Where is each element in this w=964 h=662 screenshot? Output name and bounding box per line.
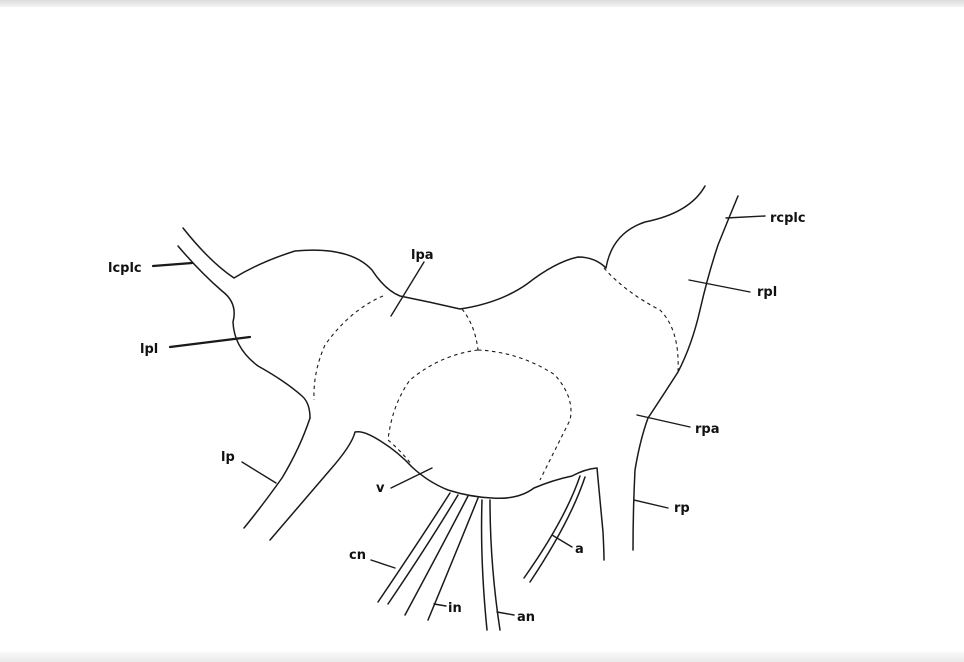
nerve-cn-b: [388, 495, 458, 604]
artery-a-2: [530, 477, 585, 582]
nerve-an-b: [490, 500, 500, 630]
label-an: an: [517, 610, 535, 625]
label-cn: cn: [349, 548, 366, 563]
leader-rpl: [689, 280, 750, 292]
parietal-midline-boundary: [462, 309, 478, 350]
left-pedal-connective-outer: [244, 418, 310, 528]
leader-rcplc: [726, 216, 765, 218]
left-pleural-parietal-boundary: [314, 296, 383, 400]
nerve-an-a: [482, 500, 487, 630]
label-rcplc: rcplc: [770, 211, 806, 226]
leader-in: [434, 604, 446, 606]
right-pleural-parietal-boundary: [604, 268, 678, 372]
leader-lpa: [391, 262, 424, 316]
label-v: v: [376, 481, 385, 496]
right-outline: [633, 196, 738, 550]
label-lpl: lpl: [140, 342, 158, 357]
leader-cn: [371, 560, 395, 568]
leader-an: [497, 612, 514, 615]
leader-rp: [634, 500, 668, 508]
label-rpa: rpa: [695, 422, 720, 437]
label-in: in: [448, 601, 462, 616]
label-lcplc: lcplc: [108, 261, 142, 276]
label-lp: lp: [221, 450, 235, 465]
label-a: a: [575, 542, 584, 557]
nerve-cn-a: [378, 493, 450, 602]
leader-lcplc: [153, 263, 192, 266]
artery-a-1: [524, 476, 580, 578]
label-rpl: rpl: [757, 285, 777, 300]
visceral-ganglion-boundary: [388, 350, 571, 480]
label-rp: rp: [674, 501, 690, 516]
label-lpa: lpa: [411, 248, 434, 263]
leader-lp: [242, 462, 276, 483]
left-pedal-connective-inner: [270, 432, 604, 560]
main-upper-outline: [183, 186, 705, 309]
